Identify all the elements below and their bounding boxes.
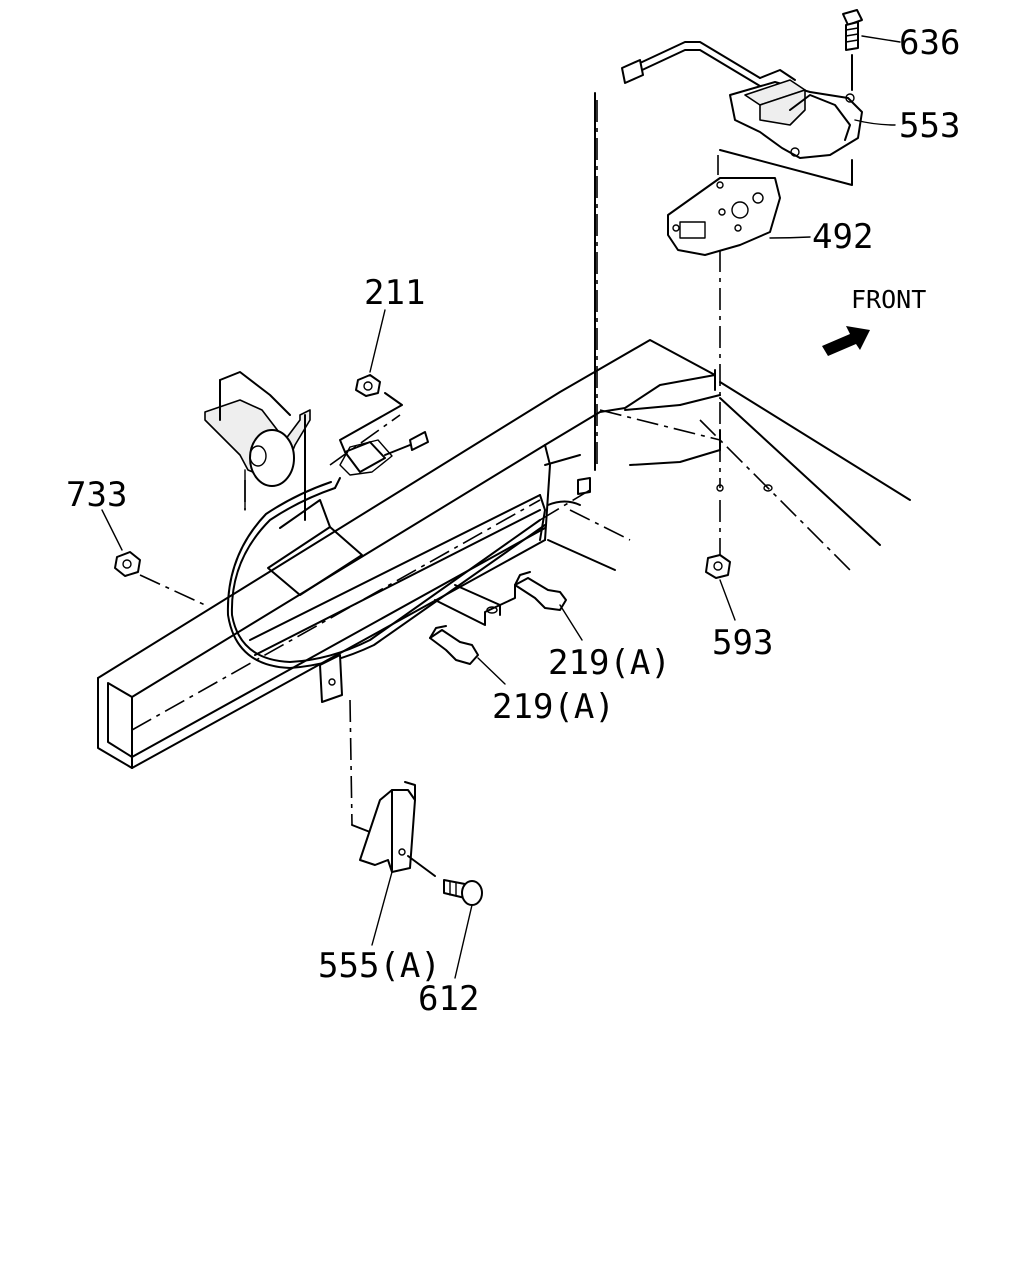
parking-lever	[729, 69, 863, 159]
clip-219a-upper	[514, 571, 567, 611]
callout-555a: 555(A)	[318, 946, 441, 986]
nut-211	[339, 374, 403, 453]
leader-lines	[101, 35, 901, 979]
callout-492: 492	[812, 217, 873, 257]
bolt-612	[443, 879, 483, 906]
front-arrow-icon	[822, 326, 870, 356]
rail-hanger	[434, 584, 516, 626]
clip-219a-lower	[429, 625, 479, 665]
bolt-636	[842, 9, 863, 91]
mount-bracket	[204, 371, 363, 596]
plate	[667, 177, 781, 256]
front-label: FRONT	[851, 285, 926, 314]
assembly-lines-right	[716, 149, 853, 555]
callout-612: 612	[418, 979, 479, 1019]
callout-593: 593	[712, 623, 773, 663]
callout-219a-lower: 219(A)	[492, 687, 615, 727]
callout-219a-upper: 219(A)	[548, 643, 671, 683]
bracket-555a	[319, 654, 436, 877]
callout-211: 211	[364, 273, 425, 313]
frame-rail	[97, 339, 716, 769]
callout-553: 553	[899, 106, 960, 146]
callout-636: 636	[899, 23, 960, 63]
brake-cable	[226, 41, 761, 669]
floor-panel	[599, 369, 911, 571]
nut-593	[705, 554, 731, 579]
callout-733: 733	[66, 475, 127, 515]
nut-733	[114, 551, 206, 606]
